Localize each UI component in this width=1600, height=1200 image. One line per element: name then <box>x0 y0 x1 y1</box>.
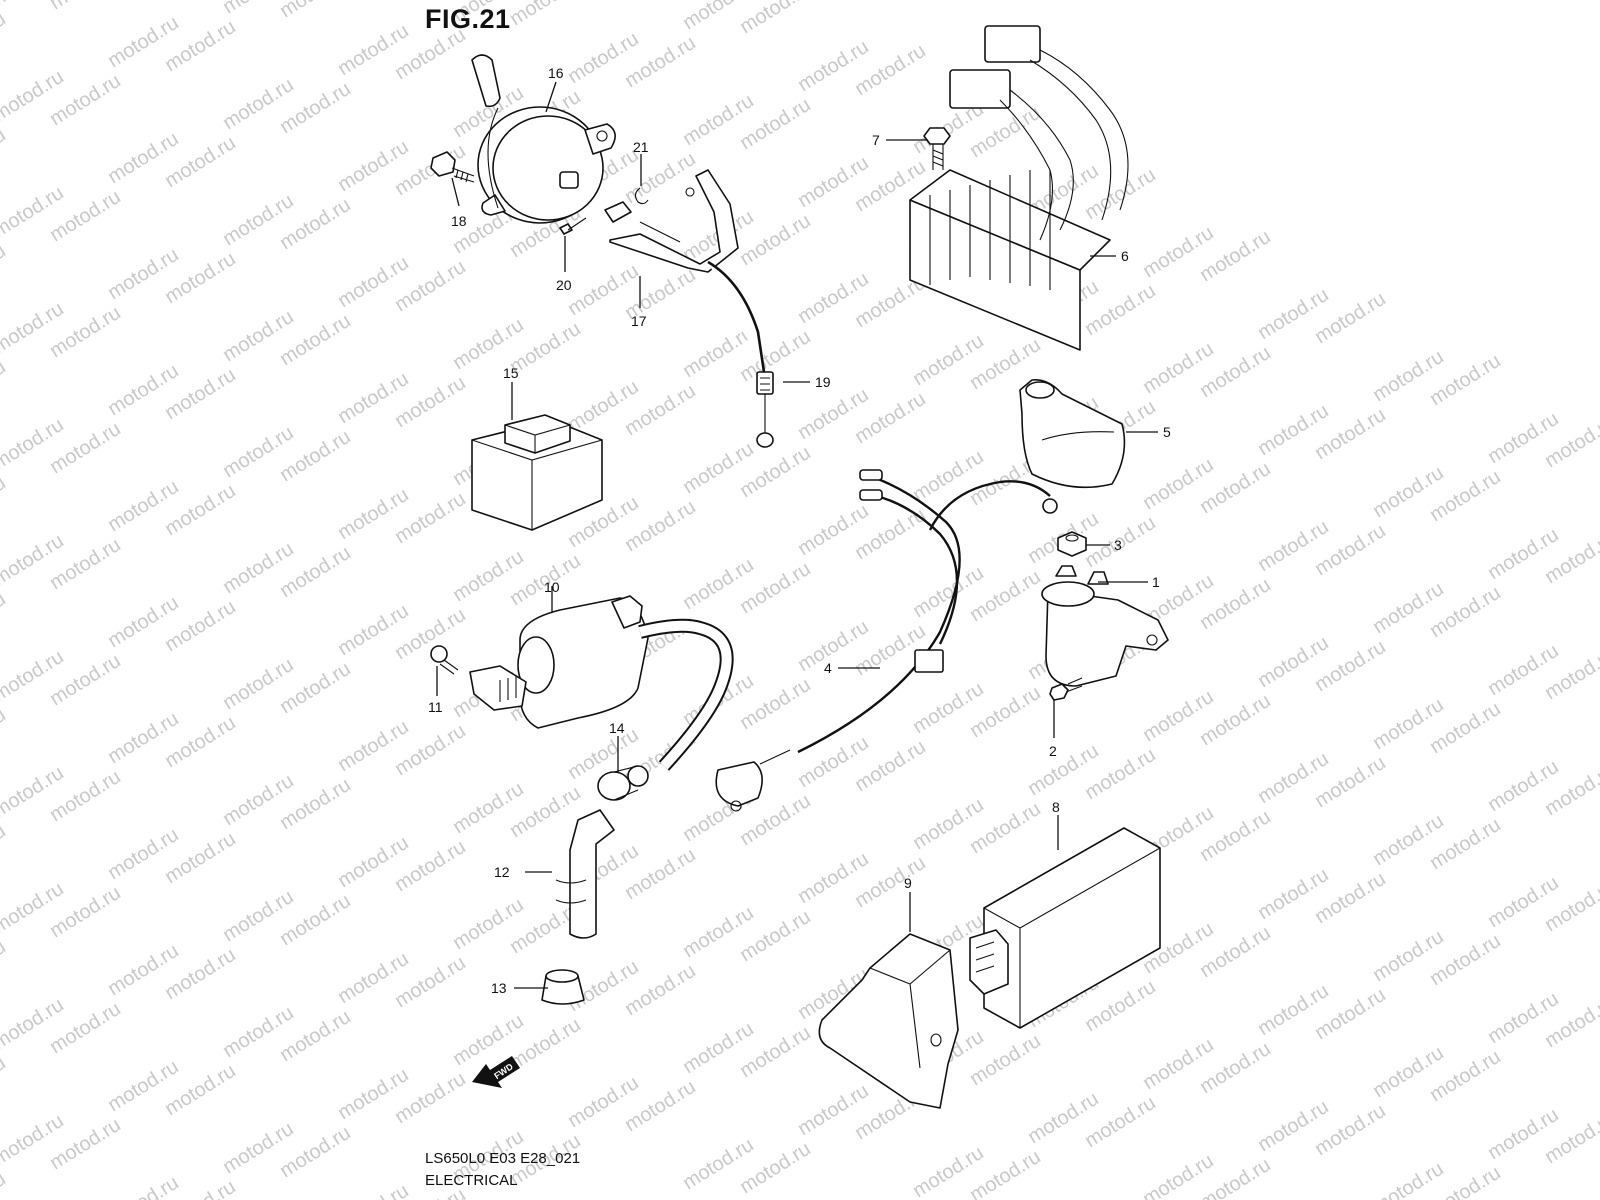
callout-2: 2 <box>1049 743 1057 759</box>
callout-3: 3 <box>1114 537 1122 553</box>
ecm-8 <box>969 827 1161 1029</box>
figure-name: ELECTRICAL <box>425 1172 518 1189</box>
callout-8: 8 <box>1052 799 1060 815</box>
sensor-unit-16 <box>471 54 616 224</box>
callout-16: 16 <box>548 65 564 81</box>
figure-code: LS650L0 E03 E28_021 <box>425 1150 581 1167</box>
callout-20: 20 <box>556 277 572 293</box>
leader-lines <box>436 81 1158 989</box>
plug-cap-12 <box>555 809 615 939</box>
bolt-18 <box>430 151 475 183</box>
bracket-17 <box>604 169 766 373</box>
callout-7: 7 <box>872 132 880 148</box>
forward-direction-arrow: FWD <box>472 1056 520 1088</box>
callout-1: 1 <box>1152 574 1160 590</box>
callout-14: 14 <box>609 720 625 736</box>
callout-6: 6 <box>1121 248 1129 264</box>
callout-17: 17 <box>631 313 647 329</box>
figure-title: FIG.21 <box>425 4 511 34</box>
joint-14 <box>597 765 649 801</box>
seal-13 <box>541 969 585 1005</box>
regulator-6 <box>909 25 1129 351</box>
bolt-2 <box>1049 677 1083 701</box>
screw-20 <box>559 217 587 235</box>
callout-9: 9 <box>904 875 912 891</box>
callout-13: 13 <box>491 980 507 996</box>
lead-wire-4 <box>715 469 1058 812</box>
cap-5 <box>1019 378 1126 489</box>
callout-labels: 16 18 21 20 17 19 15 7 6 5 3 1 2 4 10 11… <box>428 65 1171 996</box>
callout-21: 21 <box>633 139 649 155</box>
nut-3 <box>1057 531 1087 557</box>
bolt-11 <box>430 645 459 675</box>
callout-5: 5 <box>1163 424 1171 440</box>
callout-15: 15 <box>503 365 519 381</box>
cover-9 <box>818 933 959 1109</box>
relay-15 <box>471 414 603 531</box>
callout-10: 10 <box>544 579 560 595</box>
callout-19: 19 <box>815 374 831 390</box>
clip-21 <box>634 187 649 205</box>
switch-19 <box>756 371 774 448</box>
callout-18: 18 <box>451 213 467 229</box>
callout-12: 12 <box>494 864 510 880</box>
starter-relay-1 <box>1041 565 1169 687</box>
callout-11: 11 <box>428 699 443 715</box>
callout-4: 4 <box>824 660 832 676</box>
bolt-7 <box>923 127 951 170</box>
ignition-coil-10 <box>469 595 734 771</box>
